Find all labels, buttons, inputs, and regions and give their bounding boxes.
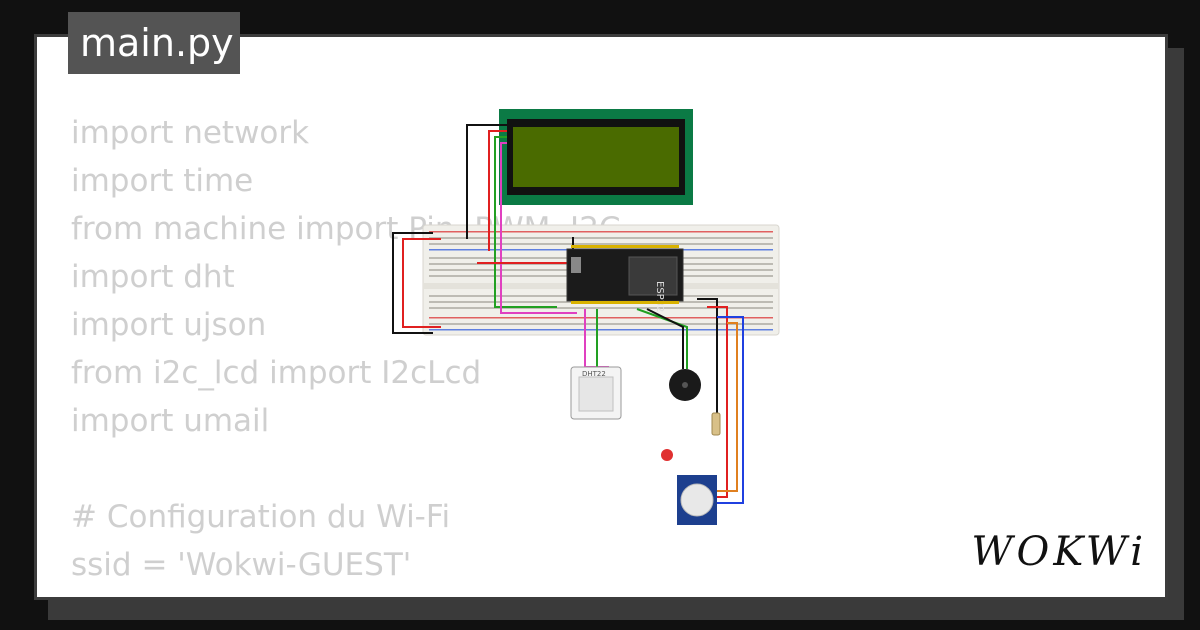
code-line: # Configuration du Wi-Fi <box>71 499 451 535</box>
code-line: import umail <box>71 403 270 439</box>
esp32-board: ESP32 <box>566 245 684 312</box>
code-line: ssid = 'Wokwi-GUEST' <box>71 547 412 583</box>
code-line: import network <box>71 115 310 151</box>
dht22-sensor: DHT22 <box>570 366 622 420</box>
sensor-label: DHT22 <box>582 370 606 378</box>
circuit-diagram[interactable]: ESP32 DHT22 <box>37 37 1165 597</box>
code-line: from i2c_lcd import I2cLcd <box>71 355 482 391</box>
red-led <box>661 449 673 461</box>
code-line: import time <box>71 163 254 199</box>
resistor <box>711 412 721 436</box>
lcd-display <box>499 109 693 205</box>
buzzer-center <box>682 382 688 388</box>
code-line: import dht <box>71 259 235 295</box>
code-line: import ujson <box>71 307 267 343</box>
wokwi-logo: WOKWi <box>971 529 1147 575</box>
pir-sensor <box>677 475 717 525</box>
file-tab[interactable]: main.py <box>68 12 240 74</box>
board-label: ESP32 <box>654 281 665 312</box>
